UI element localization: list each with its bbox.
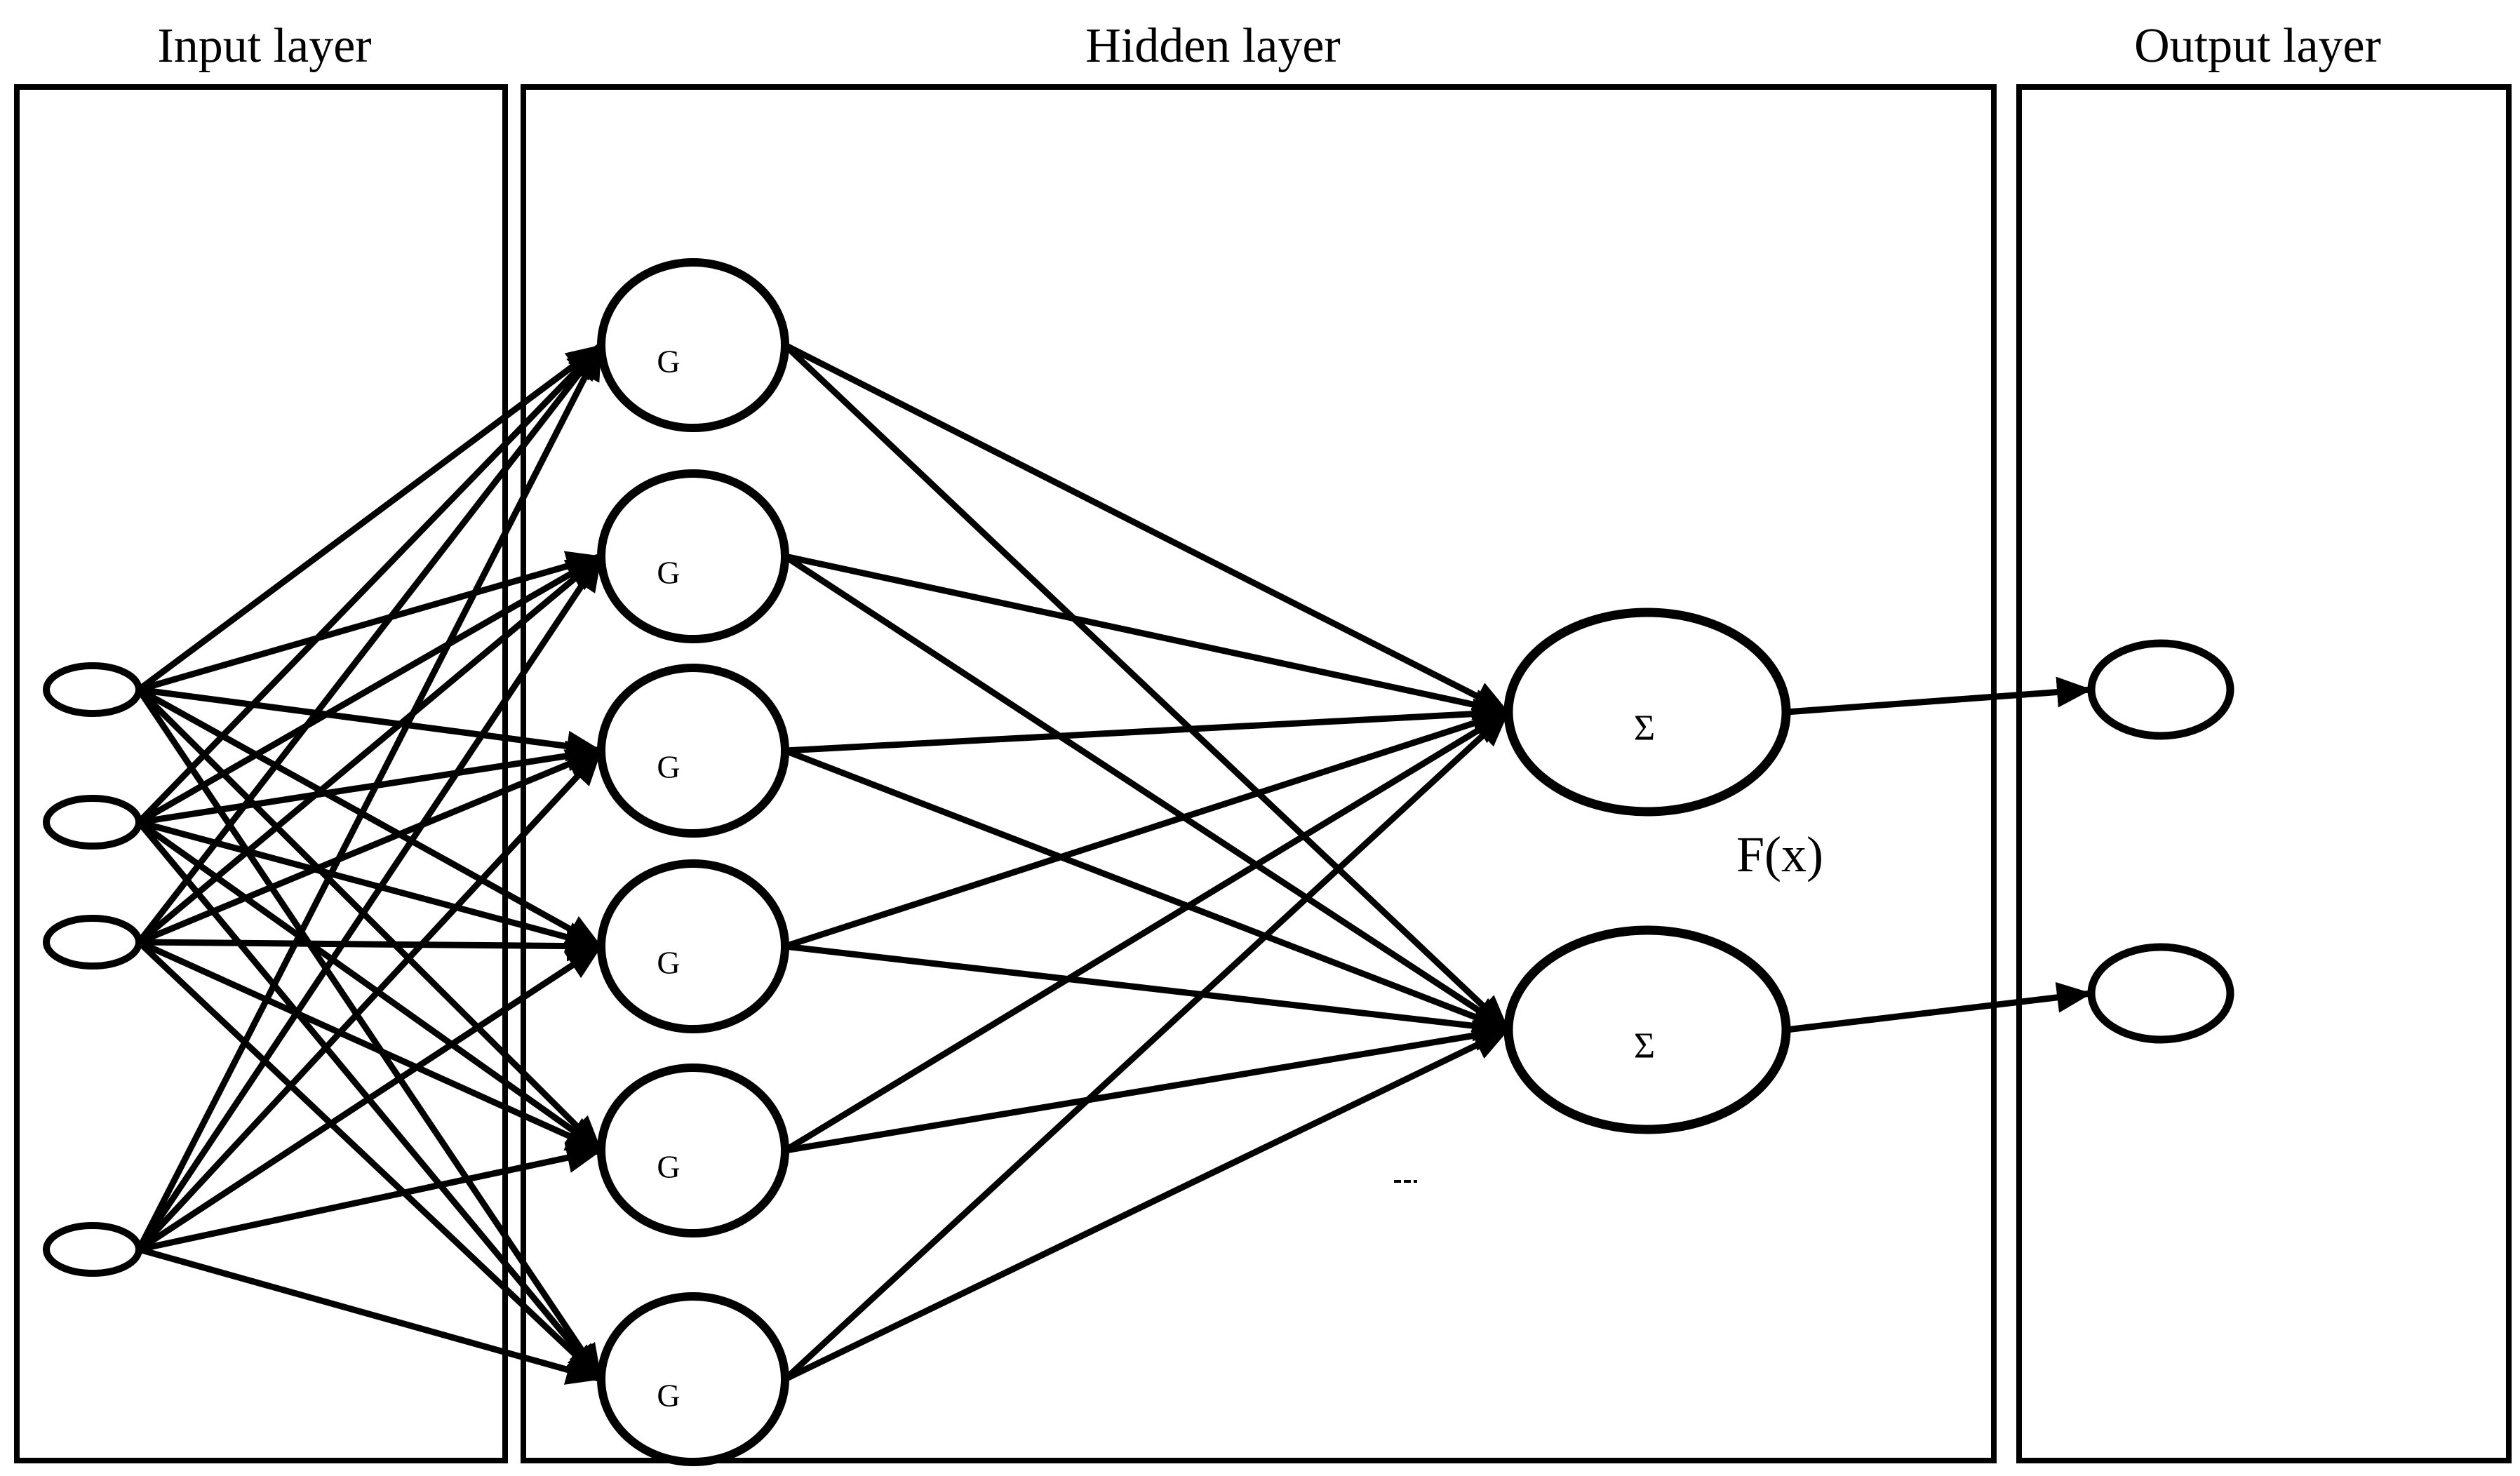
edge-hidden6-sum2 — [784, 1026, 1510, 1383]
edge-input2-hidden2 — [137, 554, 603, 825]
output-function-label: F(x) — [1736, 826, 1823, 883]
edge-input3-hidden5 — [138, 939, 603, 1154]
edge-hidden3-sum1 — [784, 698, 1509, 754]
edge-input4-hidden5 — [138, 1142, 602, 1253]
edge-hidden1-sum1 — [783, 342, 1510, 716]
output-layer-box — [2016, 84, 2512, 1463]
edge-input1-hidden2 — [138, 551, 603, 693]
hidden-node-2-label: G — [657, 555, 680, 591]
edge-hidden6-sum1 — [782, 709, 1511, 1382]
edge-input4-hidden1 — [135, 343, 605, 1252]
hidden-node-5: G — [597, 1064, 789, 1237]
edge-input2-hidden3 — [138, 740, 602, 826]
edge-input3-hidden3 — [138, 747, 603, 946]
edge-input1-hidden3 — [138, 686, 602, 762]
hidden-layer-title: Hidden layer — [1085, 19, 1340, 73]
hidden-node-5-label: G — [657, 1149, 680, 1185]
edge-input4-hidden4 — [137, 944, 603, 1252]
hidden-node-1-label: G — [657, 344, 680, 380]
hidden-node-6-label: G — [657, 1378, 680, 1414]
edges — [135, 342, 2092, 1385]
edge-input3-hidden6 — [136, 939, 604, 1382]
edge-input2-hidden1 — [136, 342, 604, 825]
edge-input1-hidden4 — [137, 687, 603, 949]
edge-input3-hidden2 — [137, 554, 603, 945]
hidden-node-2: G — [597, 469, 789, 643]
input-node-1 — [43, 662, 142, 717]
hidden-node-3-label: G — [657, 749, 680, 785]
edge-hidden1-sum2 — [782, 342, 1511, 1033]
edge-hidden2-sum2 — [783, 554, 1510, 1033]
edge-input4-hidden2 — [136, 554, 604, 1252]
edge-hidden2-sum1 — [784, 553, 1509, 720]
hidden-node-4: G — [597, 859, 789, 1033]
sum-node-1-label: Σ — [1634, 709, 1655, 749]
edge-hidden4-sum2 — [784, 943, 1509, 1042]
edge-input1-hidden5 — [136, 687, 604, 1153]
input-layer-title: Input layer — [157, 19, 371, 73]
hidden-node-3: G — [597, 664, 789, 838]
output-layer-title: Output layer — [2134, 19, 2381, 73]
sum-node-2-label: Σ — [1634, 1026, 1655, 1066]
input-node-2 — [43, 795, 142, 850]
hidden-node-6: G — [597, 1292, 789, 1466]
edge-input1-hidden6 — [136, 687, 604, 1381]
hidden-node-4-label: G — [657, 945, 680, 981]
edge-hidden4-sum1 — [784, 708, 1510, 950]
edge-input1-hidden1 — [137, 342, 603, 692]
edge-sum2-output2 — [1785, 981, 2092, 1033]
edge-hidden5-sum1 — [783, 709, 1510, 1153]
output-node-2 — [2087, 943, 2234, 1044]
edge-input4-hidden3 — [136, 748, 604, 1252]
sum-node-1: Σ — [1503, 608, 1791, 817]
edge-input4-hidden6 — [138, 1246, 603, 1385]
edge-hidden3-sum2 — [784, 747, 1510, 1033]
edge-hidden5-sum2 — [784, 1020, 1509, 1154]
input-node-4 — [43, 1222, 142, 1277]
edge-sum1-output1 — [1785, 676, 2092, 716]
hidden-node-1: G — [597, 258, 789, 432]
edge-input3-hidden1 — [136, 343, 604, 944]
input-layer-box — [14, 84, 508, 1463]
sum-node-2: Σ — [1503, 925, 1791, 1134]
hidden-layer-box — [521, 84, 1997, 1463]
input-node-3 — [43, 915, 142, 970]
edge-input3-hidden4 — [138, 930, 602, 962]
output-node-1 — [2087, 639, 2234, 740]
